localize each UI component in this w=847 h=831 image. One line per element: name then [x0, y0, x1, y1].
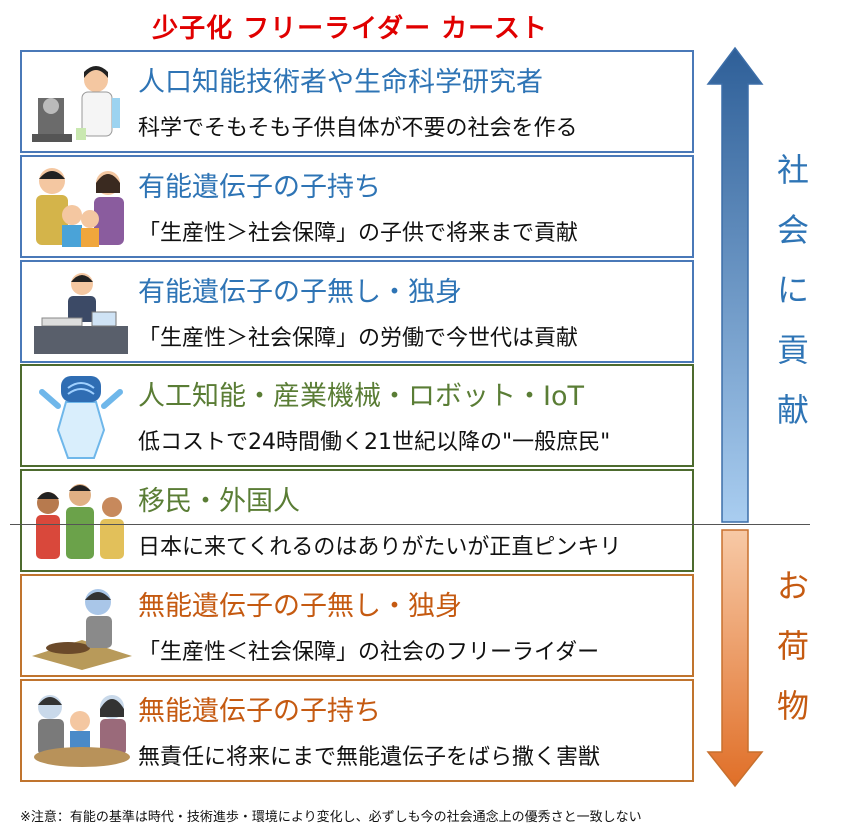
tier-description: 無責任に将来にまで無能遺伝子をばら撒く害獣	[138, 745, 601, 770]
tier-heading: 人口知能技術者や生命科学研究者	[138, 67, 543, 98]
scientist-illustration	[32, 66, 120, 142]
tier-heading: 無能遺伝子の子持ち	[138, 696, 381, 727]
tier-capable-single: 有能遺伝子の子無し・独身 「生産性＞社会保障」の労働で今世代は貢献	[20, 260, 694, 363]
immigrants-illustration	[36, 484, 124, 559]
tier-description: 「生産性＞社会保障」の労働で今世代は貢献	[138, 326, 579, 351]
contribution-divider	[10, 524, 810, 525]
tier-scientist: 人口知能技術者や生命科学研究者 科学でそもそも子供自体が不要の社会を作る	[20, 50, 694, 153]
tier-heading: 人工知能・産業機械・ロボット・IoT	[138, 381, 584, 412]
contribution-label: 社 会 に 貢 献	[776, 151, 809, 429]
tier-description: 日本に来てくれるのはありがたいが正直ピンキリ	[138, 535, 622, 560]
burden-label: お 荷 物	[776, 567, 809, 725]
office-worker-illustration	[34, 273, 128, 354]
tier-description: 「生産性＞社会保障」の子供で将来まで貢献	[138, 221, 579, 246]
tier-description: 「生産性＜社会保障」の社会のフリーライダー	[138, 640, 600, 665]
footnote: ※注意：有能の基準は時代・技術進歩・環境により変化し、必ずしも今の社会通念上の優…	[20, 810, 642, 825]
family-illustration	[36, 168, 124, 247]
tier-heading: 無能遺伝子の子無し・独身	[138, 591, 462, 622]
tier-heading: 有能遺伝子の子無し・独身	[138, 277, 462, 308]
tier-description: 科学でそもそも子供自体が不要の社会を作る	[138, 116, 578, 141]
contribution-arrow	[706, 46, 764, 788]
tier-immigrants: 移民・外国人 日本に来てくれるのはありがたいが正直ピンキリ	[20, 469, 694, 572]
ai-brain-illustration	[39, 376, 123, 459]
lonely-person-illustration	[32, 589, 132, 670]
tier-heading: 移民・外国人	[138, 486, 300, 517]
page-title: 少子化 フリーライダー カースト	[152, 14, 548, 44]
tier-ai-robots: 人工知能・産業機械・ロボット・IoT 低コストで24時間働く21世紀以降の"一般…	[20, 364, 694, 467]
tier-description: 低コストで24時間働く21世紀以降の"一般庶民"	[138, 430, 611, 455]
tier-capable-parents: 有能遺伝子の子持ち 「生産性＞社会保障」の子供で将来まで貢献	[20, 155, 694, 258]
tier-heading: 有能遺伝子の子持ち	[138, 172, 381, 203]
poor-family-illustration	[34, 695, 130, 767]
tier-incapable-single: 無能遺伝子の子無し・独身 「生産性＜社会保障」の社会のフリーライダー	[20, 574, 694, 677]
tier-incapable-parents: 無能遺伝子の子持ち 無責任に将来にまで無能遺伝子をばら撒く害獣	[20, 679, 694, 782]
